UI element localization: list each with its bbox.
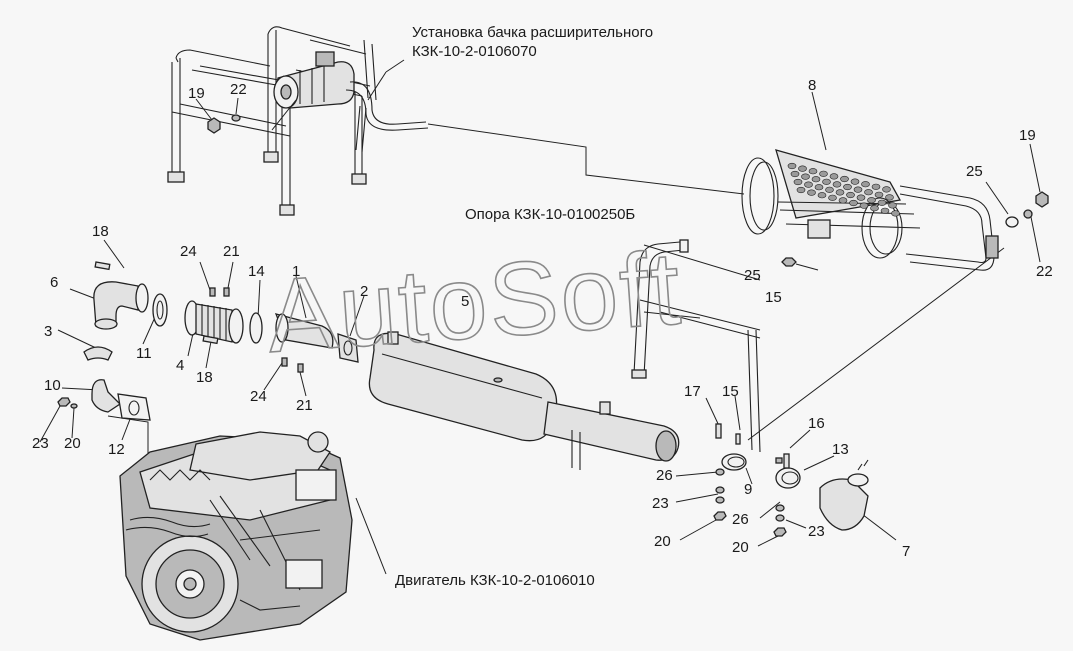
- perforation-hole: [891, 210, 900, 217]
- engine-caption: Двигатель КЗК-10-2-0106010: [395, 572, 595, 589]
- callout-label: 21: [223, 243, 240, 260]
- callout-label: 26: [656, 467, 673, 484]
- callout-label: 13: [832, 441, 849, 458]
- support-bracket: [631, 239, 701, 379]
- callout-label: 4: [176, 357, 184, 374]
- engine: [119, 431, 353, 641]
- perforation-hole: [888, 202, 897, 209]
- callout-numbers: 1 2 3 4 5 6 7 8 9 10 11 12 13 14 15 15 1…: [32, 77, 1053, 560]
- callout-label: 16: [808, 415, 825, 432]
- callout-label: 10: [44, 377, 61, 394]
- perforation-hole: [796, 186, 806, 194]
- perforation-hole: [787, 162, 797, 170]
- tank-caption-line2: КЗК-10-2-0106070: [412, 43, 537, 60]
- callout-label: 24: [180, 243, 197, 260]
- perforation-hole: [790, 170, 800, 178]
- callout-label: 7: [902, 543, 910, 560]
- perforation-hole: [798, 165, 807, 172]
- perforation-hole: [861, 181, 870, 188]
- support-caption: Опора КЗК-10-0100250Б: [465, 206, 635, 223]
- callout-label: 6: [50, 274, 58, 291]
- tank-caption-line1: Установка бачка расширительного: [412, 24, 653, 41]
- perforation-hole: [864, 189, 873, 196]
- perforation-hole: [832, 181, 842, 188]
- perforation-hole: [846, 191, 855, 199]
- callout-label: 25: [966, 163, 983, 180]
- leader-lines: [39, 59, 1041, 575]
- front-exhaust-pipes: [57, 261, 359, 421]
- perforation-hole: [835, 189, 845, 196]
- callout-label: 23: [652, 495, 669, 512]
- perforation-hole: [850, 178, 860, 185]
- callout-label: 14: [248, 263, 265, 280]
- callout-label: 23: [808, 523, 825, 540]
- perforation-hole: [808, 168, 818, 175]
- muffler: [368, 299, 761, 470]
- callout-label: 18: [196, 369, 213, 386]
- perforation-hole: [880, 207, 890, 214]
- perforation-hole: [874, 191, 884, 198]
- perforation-hole: [859, 202, 869, 209]
- perforation-hole: [819, 170, 828, 177]
- watermark-text: AutoSoft: [264, 230, 686, 375]
- perforation-hole: [838, 197, 848, 204]
- callout-label: 18: [92, 223, 109, 240]
- shield-perforation-holes: [787, 162, 900, 217]
- callout-label: 25: [744, 267, 761, 284]
- perforation-hole: [882, 186, 891, 193]
- callout-label: 12: [108, 441, 125, 458]
- callout-label: 11: [136, 345, 152, 362]
- perforation-hole: [840, 175, 849, 183]
- callout-label: 19: [1019, 127, 1036, 144]
- perforation-hole: [856, 194, 866, 201]
- callout-label: 24: [250, 388, 267, 405]
- perforation-hole: [877, 199, 887, 206]
- callout-label: 21: [296, 397, 313, 414]
- callout-label: 22: [230, 81, 247, 98]
- callout-label: 20: [654, 533, 671, 550]
- perforation-hole: [843, 183, 852, 191]
- callout-label: 1: [292, 263, 300, 280]
- callout-label: 20: [732, 539, 749, 556]
- perforation-hole: [829, 173, 839, 180]
- perforation-hole: [828, 194, 837, 201]
- callout-label: 2: [360, 283, 368, 300]
- rear-clamps-and-tailpipe: [713, 191, 1049, 537]
- perforation-hole: [793, 178, 803, 186]
- perforation-hole: [804, 181, 813, 188]
- callout-label: 9: [744, 481, 752, 498]
- perforation-hole: [801, 173, 810, 180]
- heat-shield: [741, 149, 999, 271]
- callout-label: 17: [684, 383, 701, 400]
- perforation-hole: [849, 199, 858, 207]
- perforation-hole: [814, 184, 824, 191]
- callout-label: 5: [461, 293, 469, 310]
- expansion-tank-assembly: [167, 26, 429, 216]
- callout-label: 23: [32, 435, 49, 452]
- perforation-hole: [853, 186, 863, 193]
- callout-label: 22: [1036, 263, 1053, 280]
- perforation-hole: [871, 183, 881, 190]
- callout-label: 20: [64, 435, 81, 452]
- callout-label: 15: [765, 289, 782, 306]
- perforation-hole: [811, 176, 821, 183]
- callout-label: 15: [722, 383, 739, 400]
- perforation-hole: [885, 194, 894, 201]
- perforation-hole: [807, 189, 816, 196]
- callout-label: 8: [808, 77, 816, 94]
- callout-label: 19: [188, 85, 205, 102]
- perforation-hole: [822, 178, 831, 185]
- perforation-hole: [817, 192, 827, 199]
- callout-label: 26: [732, 511, 749, 528]
- callout-label: 3: [44, 323, 52, 340]
- perforation-hole: [867, 197, 876, 204]
- perforation-hole: [870, 205, 879, 212]
- perforation-hole: [825, 186, 834, 193]
